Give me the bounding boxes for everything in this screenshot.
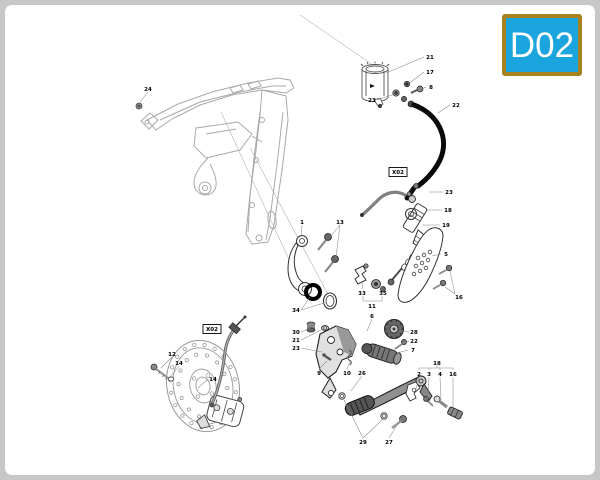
leader-line bbox=[366, 318, 373, 332]
callout-19: 19 bbox=[442, 223, 450, 229]
ref-box-label: X02 bbox=[392, 170, 404, 176]
callout-35: 35 bbox=[379, 291, 387, 297]
callout-23: 23 bbox=[445, 190, 453, 196]
callout-10: 10 bbox=[343, 371, 351, 377]
caliper-hose bbox=[209, 315, 247, 408]
frame-assembly bbox=[140, 77, 295, 245]
leader-line bbox=[379, 284, 384, 290]
callout-9: 9 bbox=[317, 371, 321, 377]
leader-line bbox=[385, 56, 425, 74]
heel-guard bbox=[397, 227, 453, 303]
callout-18: 18 bbox=[444, 208, 452, 214]
leader-line bbox=[329, 224, 341, 238]
brake-caliper bbox=[196, 394, 245, 429]
callout-13: 13 bbox=[336, 220, 344, 226]
callout-12: 12 bbox=[168, 352, 176, 358]
leader-line bbox=[197, 378, 209, 389]
leader-line bbox=[343, 399, 364, 439]
hose-to-caliper-stub bbox=[360, 190, 407, 217]
leader-line bbox=[437, 104, 451, 114]
callout-21: 21 bbox=[292, 338, 300, 344]
callout-29: 29 bbox=[359, 440, 367, 446]
leader-line bbox=[388, 424, 398, 439]
leader-line bbox=[300, 328, 324, 341]
callout-26: 26 bbox=[358, 371, 366, 377]
callout-16: 16 bbox=[455, 295, 463, 301]
callout-5: 5 bbox=[444, 252, 448, 258]
leader-line bbox=[300, 296, 311, 311]
leader-line bbox=[362, 418, 384, 439]
callout-28: 28 bbox=[410, 330, 418, 336]
leader-line bbox=[444, 286, 456, 295]
callout-24: 24 bbox=[144, 87, 152, 93]
leader-line bbox=[300, 347, 323, 353]
callout-16: 16 bbox=[449, 372, 457, 378]
leader-line bbox=[169, 365, 180, 378]
leader-line bbox=[361, 282, 364, 290]
leader-line bbox=[399, 330, 410, 333]
linkage-parts bbox=[405, 381, 463, 420]
callout-4: 4 bbox=[438, 372, 442, 378]
footpeg bbox=[361, 343, 402, 365]
leader-line bbox=[376, 93, 396, 101]
leader-line bbox=[350, 375, 363, 392]
brake-pedal bbox=[327, 375, 433, 429]
leader-line bbox=[346, 359, 352, 370]
ref-box bbox=[388, 167, 408, 177]
callout-6: 6 bbox=[370, 314, 374, 320]
leader-line bbox=[300, 302, 325, 311]
leader-line bbox=[431, 253, 442, 257]
callout-33: 33 bbox=[358, 291, 366, 297]
leader-line bbox=[300, 224, 303, 238]
callout-27: 27 bbox=[385, 440, 393, 446]
frame-nut bbox=[135, 102, 143, 110]
lever-cluster bbox=[287, 233, 339, 333]
leader-line bbox=[449, 270, 456, 295]
leader-line bbox=[396, 349, 409, 354]
callout-8: 8 bbox=[429, 85, 433, 91]
callout-7: 7 bbox=[411, 348, 415, 354]
fluid-reservoir bbox=[360, 61, 390, 108]
callout-30: 30 bbox=[292, 330, 300, 336]
ref-box-label: X02 bbox=[206, 327, 218, 333]
callout-34: 34 bbox=[292, 308, 300, 314]
callout-3: 3 bbox=[427, 372, 431, 378]
callout-2: 2 bbox=[417, 372, 421, 378]
damper-washer bbox=[384, 319, 407, 350]
callout-21: 21 bbox=[426, 55, 434, 61]
callout-11: 11 bbox=[368, 304, 376, 310]
disc-bolt bbox=[150, 363, 175, 382]
leader-line bbox=[401, 340, 410, 345]
construction-lines bbox=[220, 14, 377, 299]
leader-line bbox=[160, 356, 173, 369]
callout-14: 14 bbox=[175, 361, 183, 367]
page-code-badge: D02 bbox=[502, 14, 582, 76]
callout-23: 23 bbox=[368, 98, 376, 104]
clevis-joint bbox=[354, 263, 386, 292]
callout-22: 22 bbox=[452, 103, 460, 109]
callout-23: 23 bbox=[292, 346, 300, 352]
rear-brake-hose bbox=[404, 102, 447, 201]
leader-line bbox=[407, 71, 425, 85]
leader-line bbox=[318, 360, 328, 370]
ref-box bbox=[202, 324, 222, 334]
callout-14: 14 bbox=[209, 377, 217, 383]
leader-line bbox=[139, 91, 149, 103]
callout-1: 1 bbox=[300, 220, 304, 226]
page-code-label: D02 bbox=[509, 25, 575, 65]
leader-line bbox=[427, 376, 430, 399]
leader-line bbox=[335, 224, 341, 258]
leader-line bbox=[439, 376, 442, 401]
leader-line bbox=[300, 327, 311, 333]
callout-18: 18 bbox=[433, 361, 441, 367]
leader-line bbox=[419, 86, 427, 91]
leader-line bbox=[415, 376, 420, 390]
callout-22: 22 bbox=[410, 339, 418, 345]
reservoir-fittings bbox=[392, 80, 424, 108]
callout-17: 17 bbox=[426, 70, 434, 76]
